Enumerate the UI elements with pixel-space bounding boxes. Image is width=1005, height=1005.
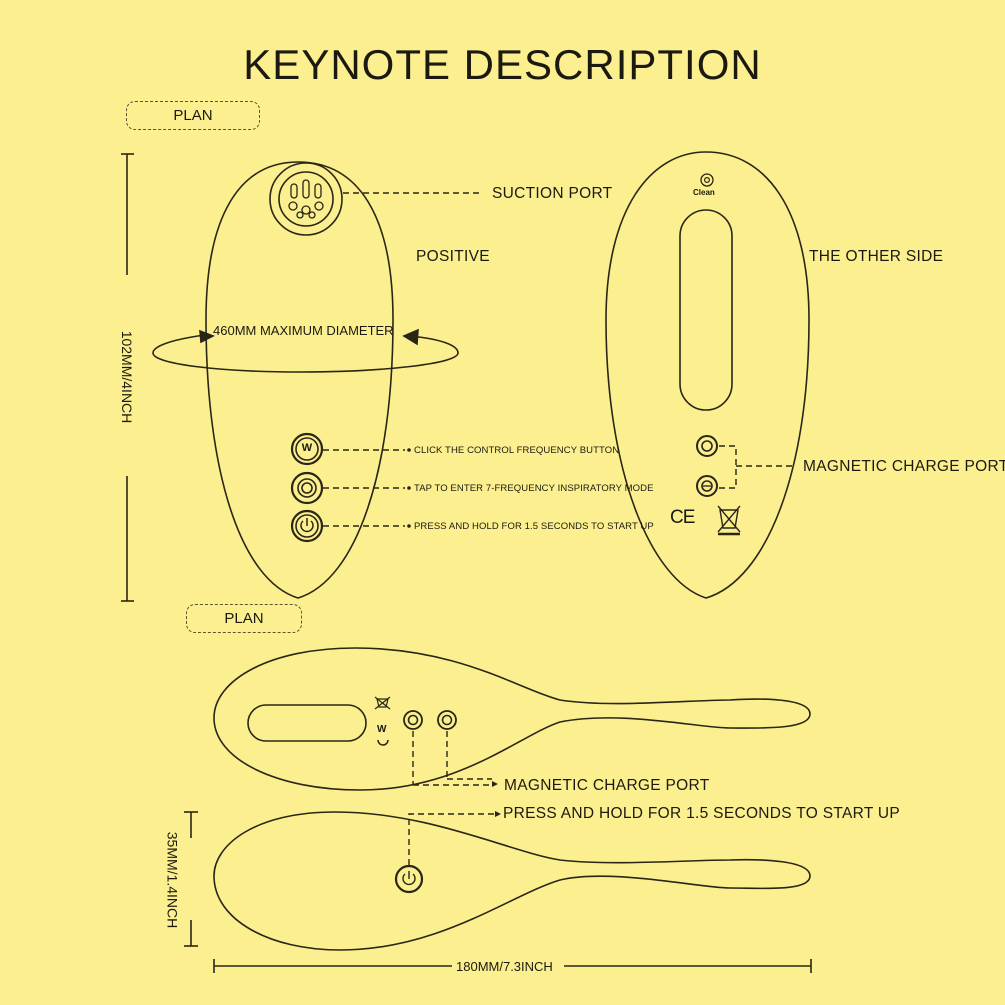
w-frequency-button-ring	[290, 432, 324, 466]
plan-charge-contact-1	[403, 710, 423, 730]
charge-contact-1	[696, 435, 718, 457]
plan-power-label: PRESS AND HOLD FOR 1.5 SECONDS TO START …	[503, 805, 901, 822]
plan-tag-bottom: PLAN	[186, 604, 302, 633]
plan-power-button	[394, 864, 424, 894]
clean-icon	[700, 173, 714, 187]
plan-w-icon: W	[377, 724, 387, 735]
suction-port-icon	[269, 162, 343, 236]
mode-button-ring	[290, 471, 324, 505]
power-button-ring	[290, 509, 324, 543]
back-window	[679, 209, 733, 411]
rotation-arrow-left	[152, 334, 459, 373]
positive-side-label: POSITIVE	[416, 248, 490, 265]
power-button-description: PRESS AND HOLD FOR 1.5 SECONDS TO START …	[414, 521, 654, 532]
frequency-button-description: CLICK THE CONTROL FREQUENCY BUTTON	[414, 445, 620, 456]
diameter-label: 460MM MAXIMUM DIAMETER	[213, 323, 394, 338]
plan-window	[247, 704, 367, 742]
plan-charge-contact-2	[437, 710, 457, 730]
suction-port-label: SUCTION PORT	[492, 185, 613, 202]
plan-device-bottom-outline	[213, 811, 811, 951]
height-dimension-label: 102MM/4INCH	[119, 330, 135, 424]
plan-device-top-outline	[213, 647, 811, 791]
w-frequency-icon: W	[301, 442, 313, 454]
plan-charge-port-label: MAGNETIC CHARGE PORT	[504, 777, 710, 794]
rotation-arrow-right	[402, 328, 419, 346]
front-device-outline	[205, 161, 394, 599]
length-dimension-label: 180MM/7.3INCH	[456, 959, 553, 974]
charge-contact-2	[696, 475, 718, 497]
back-device-outline	[605, 151, 810, 599]
plan-tag-top: PLAN	[126, 101, 260, 130]
clean-label: Clean	[693, 188, 715, 197]
width-dimension-label: 35MM/1.4INCH	[164, 831, 181, 929]
page-title: KEYNOTE DESCRIPTION	[243, 41, 762, 88]
weee-bin-icon	[717, 505, 741, 536]
other-side-label: THE OTHER SIDE	[809, 248, 944, 265]
back-charge-port-label: MAGNETIC CHARGE PORT	[803, 458, 1005, 475]
mode-button-description: TAP TO ENTER 7-FREQUENCY INSPIRATORY MOD…	[414, 483, 654, 494]
ce-mark: CE	[670, 507, 695, 528]
